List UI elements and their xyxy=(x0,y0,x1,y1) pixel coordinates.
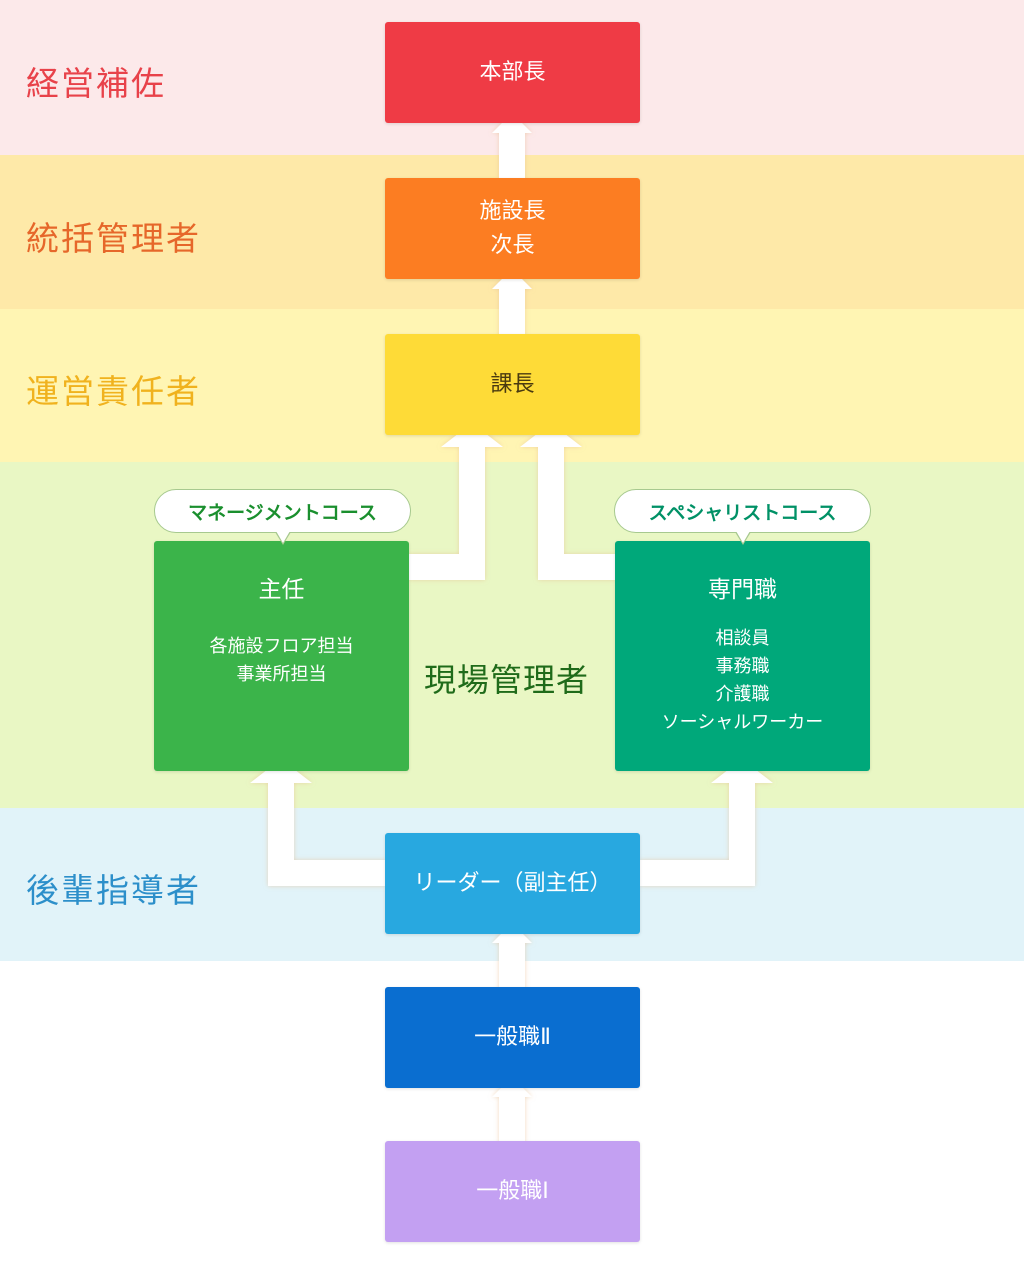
box-sub-item: ソーシャルワーカー xyxy=(661,712,824,733)
arrow-kacho-to-shisetsucho xyxy=(492,269,532,336)
band-label: 運営責任者 xyxy=(26,372,201,411)
arrow-leader-to-shunin xyxy=(250,759,385,886)
box-ippan-2: 一般職Ⅱ xyxy=(385,987,640,1088)
arrow-ippan1-to-ippan2 xyxy=(492,1077,532,1143)
box-sub-item: 事業所担当 xyxy=(236,664,327,685)
box-shisetsucho: 施設長 次長 xyxy=(385,178,640,279)
course-pill-management: マネージメントコース xyxy=(154,489,411,545)
band-label: 後輩指導者 xyxy=(26,871,201,910)
box-title: 主任 xyxy=(258,577,305,603)
box-line: 次長 xyxy=(490,232,535,258)
course-pill-specialist: スペシャリストコース xyxy=(614,489,871,545)
box-kacho: 課長 xyxy=(385,334,640,435)
box-line: 施設長 xyxy=(479,198,546,224)
box-line: 本部長 xyxy=(479,59,546,85)
box-senmonshoku: 専門職 相談員 事務職 介護職 ソーシャルワーカー xyxy=(615,541,870,771)
arrow-ippan2-to-leader xyxy=(492,923,532,990)
box-sub-item: 各施設フロア担当 xyxy=(209,636,354,657)
box-sub-item: 相談員 xyxy=(715,628,770,649)
box-ippan-1: 一般職Ⅰ xyxy=(385,1141,640,1242)
box-honbucho: 本部長 xyxy=(385,22,640,123)
arrow-shunin-to-kacho xyxy=(409,423,503,580)
box-sub-list: 各施設フロア担当 事業所担当 xyxy=(210,633,354,689)
center-label-genba-kanrisha: 現場管理者 xyxy=(424,661,590,699)
box-line: 一般職Ⅱ xyxy=(474,1024,551,1050)
box-sub-item: 事務職 xyxy=(715,656,770,677)
box-line: 課長 xyxy=(490,371,535,397)
arrow-shisetsucho-to-honbucho xyxy=(492,113,532,180)
box-leader: リーダー（副主任） xyxy=(385,833,640,934)
box-line: リーダー（副主任） xyxy=(413,870,612,896)
arrow-leader-to-senmon xyxy=(640,759,773,886)
box-line: 一般職Ⅰ xyxy=(476,1178,549,1204)
box-shunin: 主任 各施設フロア担当 事業所担当 xyxy=(154,541,409,771)
box-sub-item: 介護職 xyxy=(715,684,770,705)
band-label: 統括管理者 xyxy=(26,219,201,258)
box-sub-list: 相談員 事務職 介護職 ソーシャルワーカー xyxy=(662,625,824,737)
arrow-senmon-to-kacho xyxy=(520,423,615,580)
box-title: 専門職 xyxy=(708,577,777,603)
band-label: 経営補佐 xyxy=(26,64,166,103)
